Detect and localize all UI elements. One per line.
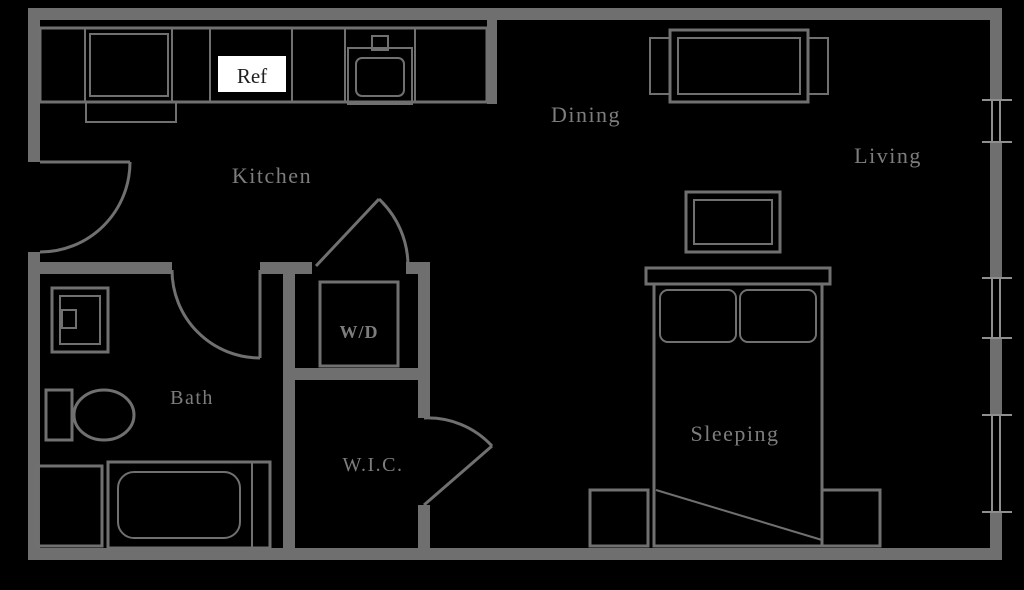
window-icon — [982, 277, 1012, 339]
tub-outline — [106, 460, 272, 550]
room-label-dining: Dining — [551, 102, 621, 127]
table-outline — [668, 28, 810, 104]
washer-dryer-outline — [318, 280, 400, 368]
wall-segment — [28, 548, 1002, 560]
faucet-icon — [61, 309, 77, 329]
room-label-living: Living — [854, 143, 922, 168]
walls — [28, 8, 1002, 560]
sink-basin — [355, 57, 405, 97]
pillow-right — [739, 289, 817, 343]
wall-segment — [28, 8, 1002, 20]
chair-left — [649, 37, 671, 95]
room-label-kitchen: Kitchen — [232, 163, 312, 188]
entry-door — [39, 160, 132, 254]
nightstand-right — [820, 488, 882, 548]
wic-door — [423, 416, 494, 507]
dresser-outline — [684, 190, 782, 254]
counter-lip — [85, 101, 177, 123]
vanity-sink — [50, 286, 110, 354]
cooktop-icon — [89, 33, 169, 97]
room-label-sleeping: Sleeping — [691, 421, 780, 446]
refrigerator-box — [218, 56, 286, 92]
wall-segment — [990, 512, 1002, 560]
bed — [588, 266, 882, 548]
window-icon — [982, 414, 1012, 513]
bed-outline — [652, 282, 824, 548]
pillow-left — [659, 289, 737, 343]
bath-fixtures — [34, 286, 272, 550]
wall-segment — [28, 262, 172, 274]
toilet-tank — [44, 388, 74, 442]
kitchen-sink — [347, 35, 413, 105]
toilet — [44, 388, 136, 442]
door-leaf — [423, 444, 493, 507]
wall-segment — [28, 252, 40, 560]
wall-segment — [28, 8, 40, 162]
window-icon — [982, 99, 1012, 143]
blanket-fold-line — [655, 489, 823, 541]
room-label-wd: W/D — [340, 322, 379, 342]
vanity-outline — [50, 286, 110, 354]
bath-door — [170, 269, 262, 360]
nightstand-left — [588, 488, 650, 548]
counter-outline — [38, 26, 489, 104]
wall-segment — [990, 338, 1002, 415]
wall-segment — [418, 262, 430, 418]
wall-segment — [990, 142, 1002, 278]
wd-closet-door — [314, 197, 410, 268]
door-leaf — [314, 197, 381, 268]
sink-outline — [347, 47, 413, 105]
dresser — [684, 190, 782, 254]
wall-segment — [283, 368, 430, 380]
faucet-icon — [371, 35, 389, 51]
doors — [39, 160, 494, 507]
door-arc — [423, 416, 494, 448]
bathtub — [106, 460, 272, 550]
table-inner — [677, 37, 801, 95]
room-label-bath: Bath — [170, 387, 214, 409]
wall-segment — [990, 8, 1002, 100]
wall-segment — [487, 8, 497, 104]
room-label-wic: W.I.C. — [342, 454, 403, 476]
chair-right — [807, 37, 829, 95]
door-arc — [377, 197, 410, 267]
refrigerator-label: Ref — [237, 64, 267, 88]
room-labels: Kitchen Dining Living Bath W/D W.I.C. Sl… — [170, 102, 922, 476]
dresser-inner — [693, 199, 773, 245]
counter-dividers — [84, 28, 416, 102]
linen-cabinet — [34, 464, 104, 548]
door-arc — [39, 161, 132, 254]
wall-segment — [283, 262, 295, 560]
tub-basin — [117, 471, 241, 539]
toilet-bowl — [72, 388, 136, 442]
vanity-basin — [59, 295, 101, 345]
dining-table — [649, 28, 829, 104]
washer-dryer — [318, 280, 400, 368]
wall-segment — [418, 505, 430, 560]
windows — [982, 99, 1012, 513]
kitchen-counter: Ref — [38, 26, 489, 123]
headboard — [644, 266, 832, 286]
refrigerator: Ref — [218, 56, 286, 92]
door-arc — [170, 269, 261, 360]
